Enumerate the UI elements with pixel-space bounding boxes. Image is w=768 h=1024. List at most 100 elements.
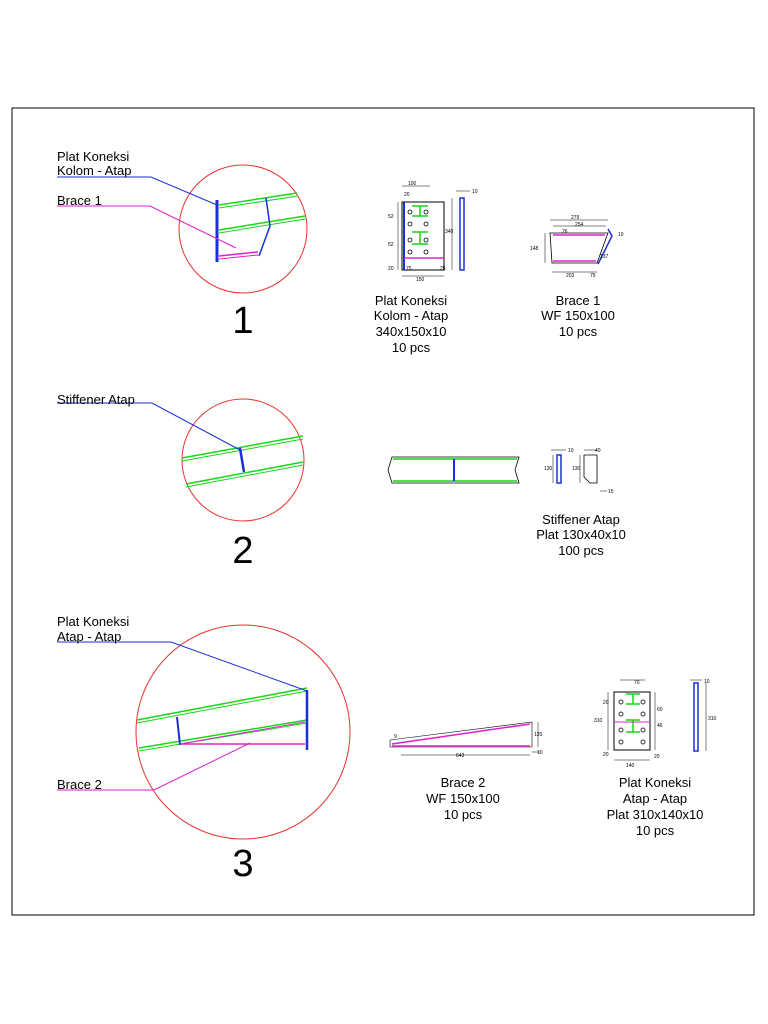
- dim-26: 26: [562, 229, 568, 235]
- brace-1-dimensions: [544, 219, 608, 273]
- part-plat-koneksi-atap-atap: 70 20 60 310 46 20 140 20 310 10 Plat Ko…: [594, 679, 717, 838]
- detail-2-beam-bottom-inner: [185, 464, 304, 488]
- brace-1-outline: [549, 232, 609, 264]
- dim-70: 70: [634, 680, 640, 686]
- part-name: Plat Koneksi: [375, 293, 447, 308]
- callout-brace-2: Brace 2: [57, 777, 102, 792]
- i-section-marks: [626, 693, 640, 733]
- dim-52-a: 52: [388, 214, 394, 220]
- detail-2: Stiffener Atap 2 10 130 40 130 15: [57, 392, 626, 572]
- dim-10: 10: [704, 679, 710, 685]
- part-stiffener-beam-elevation: [387, 456, 520, 484]
- dim-75: 75: [406, 266, 412, 272]
- plate-outline: [401, 201, 445, 271]
- detail-3: Plat Koneksi Atap - Atap Brace 2 3 9 120…: [57, 614, 717, 885]
- dim-130-b: 130: [572, 466, 581, 472]
- detail-1-beam-top-flange-inner: [218, 195, 299, 209]
- detail-3-circle: [135, 624, 351, 840]
- part-name: Brace 1: [556, 293, 601, 308]
- detail-2-leader: [57, 402, 241, 451]
- callout-plat-koneksi-atap-atap-1: Plat Koneksi: [57, 614, 129, 629]
- detail-number-2: 2: [232, 530, 253, 572]
- dim-643: 643: [456, 753, 465, 759]
- beam-outline: [387, 456, 520, 484]
- dim-254: 254: [575, 222, 584, 228]
- detail-1-brace: [218, 251, 259, 257]
- dim-310-side: 310: [708, 716, 717, 722]
- detail-1-leader-plate: [57, 176, 218, 206]
- plate-dimensions: [607, 679, 707, 761]
- dim-100: 100: [408, 181, 417, 187]
- dim-20-right: 20: [654, 754, 660, 760]
- part-brace-2: 9 120 643 10 Brace 2 WF 150x100 10 pcs: [389, 721, 543, 822]
- dim-20-top: 20: [404, 192, 410, 198]
- detail-1-beam-bottom-flange-inner: [218, 218, 306, 234]
- dim-15: 15: [608, 489, 614, 495]
- dim-150: 150: [416, 277, 425, 283]
- dim-75: 75: [590, 273, 596, 279]
- dim-40: 40: [595, 448, 601, 454]
- part-qty: 10 pcs: [392, 340, 431, 355]
- dim-10: 10: [472, 189, 478, 195]
- dim-20-bottom: 20: [388, 266, 394, 272]
- part-size: Plat 310x140x10: [607, 807, 704, 822]
- part-name-2: Atap - Atap: [623, 791, 687, 806]
- dim-46: 46: [657, 723, 663, 729]
- stiffener-dimensions: [551, 449, 607, 492]
- part-name: Plat Koneksi: [619, 775, 691, 790]
- detail-3-beam-top-inner: [136, 690, 308, 724]
- dim-10: 10: [618, 232, 624, 238]
- dim-10: 10: [537, 750, 543, 756]
- dim-148: 148: [530, 246, 539, 252]
- part-qty: 10 pcs: [444, 807, 483, 822]
- detail-2-beam-bottom: [185, 461, 304, 485]
- brace-2-dimensions: [401, 722, 540, 756]
- sheet-border: [11, 107, 755, 916]
- dim-340: 340: [445, 229, 454, 235]
- dim-120: 120: [534, 732, 543, 738]
- brace-1-web: [597, 228, 613, 265]
- part-qty: 100 pcs: [558, 543, 604, 558]
- dim-130-a: 130: [544, 466, 553, 472]
- detail-2-beam-top: [181, 435, 304, 459]
- detail-3-brace-diagonal: [179, 721, 306, 745]
- detail-number-1: 1: [232, 300, 253, 342]
- plate-outline: [613, 691, 651, 751]
- callout-plat-koneksi-kolom-atap-2: Kolom - Atap: [57, 163, 131, 178]
- callout-stiffener-atap: Stiffener Atap: [57, 392, 135, 407]
- dim-10: 10: [568, 448, 574, 454]
- part-stiffener-atap: 10 130 40 130 15 Stiffener Atap Plat 130…: [536, 448, 626, 558]
- part-name-2: Kolom - Atap: [374, 308, 448, 323]
- callout-plat-koneksi-atap-atap-2: Atap - Atap: [57, 629, 121, 644]
- dim-279: 279: [571, 215, 580, 221]
- detail-3-beam-bottom: [138, 719, 308, 749]
- detail-3-beam-bottom-inner: [138, 722, 308, 752]
- dim-60: 60: [657, 707, 663, 713]
- detail-2-stiffener: [238, 447, 246, 473]
- detail-1-beam-bottom-flange: [218, 215, 306, 231]
- stiffener-side: [556, 454, 562, 484]
- stiffener-front: [583, 454, 598, 484]
- brace-2-top: [391, 723, 531, 745]
- detail-1-circle: [178, 164, 308, 294]
- detail-1-brace-web: [258, 197, 271, 257]
- detail-3-leader-plate: [57, 641, 308, 692]
- part-qty: 10 pcs: [559, 324, 598, 339]
- dim-9: 9: [394, 734, 397, 740]
- detail-3-leader-brace: [57, 742, 251, 791]
- dim-203: 203: [566, 273, 575, 279]
- part-size: 340x150x10: [376, 324, 447, 339]
- dim-20-bottom: 20: [603, 752, 609, 758]
- part-size: WF 150x100: [426, 791, 500, 806]
- part-size: WF 150x100: [541, 308, 615, 323]
- detail-1-beam-top-flange: [218, 192, 298, 206]
- part-name: Stiffener Atap: [542, 512, 620, 527]
- i-section-marks: [412, 205, 428, 245]
- bolt-holes: [407, 209, 429, 255]
- dim-25: 25: [440, 266, 446, 272]
- detail-2-circle: [181, 398, 305, 522]
- detail-1-brace-lower: [218, 254, 259, 260]
- dim-20-top: 20: [603, 700, 609, 706]
- part-brace-1: 279 254 26 10 148 203 75 137 Brace 1 WF …: [530, 215, 624, 339]
